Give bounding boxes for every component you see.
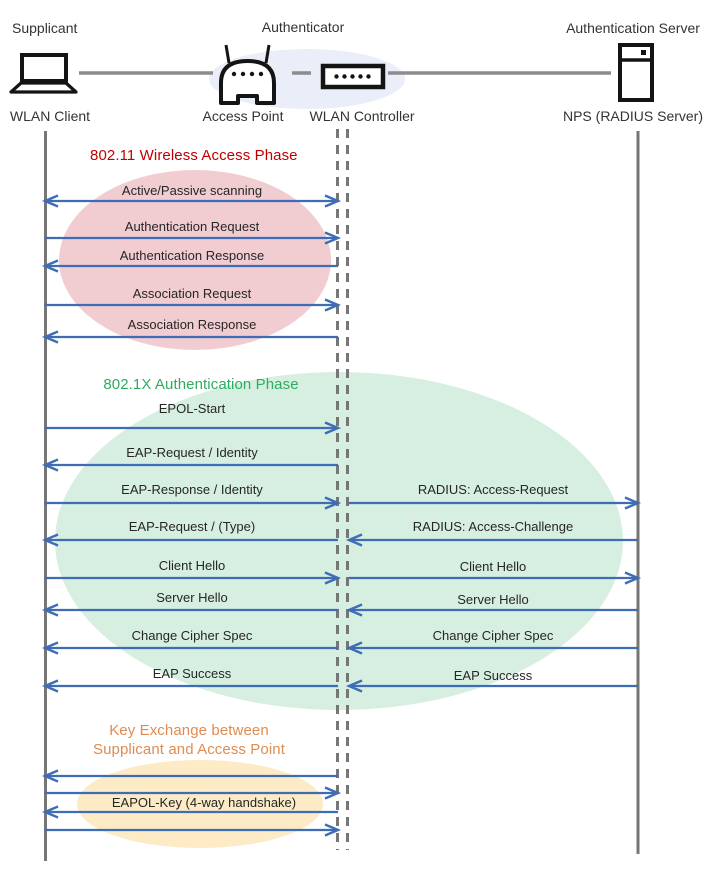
phase-title-wireless-access: 802.11 Wireless Access Phase xyxy=(90,147,298,164)
message-arrow xyxy=(345,533,638,547)
message-arrow xyxy=(45,571,342,585)
message-arrow xyxy=(45,823,342,837)
role-label-authenticator: Authenticator xyxy=(261,19,345,35)
arrowhead-icon xyxy=(41,533,59,547)
phase-ellipse-key-exchange xyxy=(77,760,323,848)
message-arrow xyxy=(345,641,638,655)
message-arrow xyxy=(349,571,642,585)
arrowhead-icon xyxy=(324,298,342,312)
arrowhead-icon xyxy=(324,571,342,585)
message-arrow xyxy=(45,421,342,435)
arrowhead-icon xyxy=(41,641,59,655)
wlan-controller-icon xyxy=(320,63,386,90)
arrowhead-icon xyxy=(624,571,642,585)
role-label-authentication-server: Authentication Server xyxy=(566,20,700,36)
message-arrow xyxy=(41,679,338,693)
arrowhead-icon xyxy=(41,458,59,472)
message-arrow xyxy=(349,496,642,510)
arrowhead-icon xyxy=(324,194,342,208)
laptop-icon xyxy=(9,53,78,94)
message-arrow xyxy=(41,603,338,617)
messages-layer xyxy=(41,194,642,837)
arrowhead-icon xyxy=(324,786,342,800)
message-arrow xyxy=(41,259,338,273)
arrowhead-icon xyxy=(324,823,342,837)
message-arrow xyxy=(45,496,342,510)
message-arrow xyxy=(41,330,338,344)
node-label-wlan-client: WLAN Client xyxy=(9,108,91,124)
arrowhead-icon xyxy=(41,769,59,783)
arrowhead-icon xyxy=(345,603,363,617)
arrowhead-icon xyxy=(41,330,59,344)
arrowhead-icon xyxy=(345,641,363,655)
arrowhead-icon xyxy=(41,805,59,819)
message-arrow xyxy=(45,786,342,800)
message-arrow xyxy=(45,298,342,312)
access-point-icon xyxy=(219,44,276,105)
message-arrow xyxy=(41,458,338,472)
message-arrow xyxy=(41,769,338,783)
arrowhead-icon xyxy=(41,679,59,693)
arrowhead-icon xyxy=(324,231,342,245)
phase-ellipse-wireless-access xyxy=(59,170,331,350)
node-label-access-point: Access Point xyxy=(202,108,284,124)
arrowhead-icon xyxy=(345,533,363,547)
message-arrow xyxy=(41,533,338,547)
phase-title-authentication: 802.1X Authentication Phase xyxy=(103,376,299,393)
message-arrow xyxy=(45,231,342,245)
node-label-nps: NPS (RADIUS Server) xyxy=(562,108,704,124)
arrowhead-icon xyxy=(41,259,59,273)
phase-title-key-exchange-line1: Key Exchange between xyxy=(109,722,269,739)
arrowhead-icon xyxy=(41,603,59,617)
node-label-wlan-controller: WLAN Controller xyxy=(309,108,415,124)
message-arrow xyxy=(345,679,638,693)
arrowhead-icon xyxy=(324,421,342,435)
message-arrow xyxy=(41,194,342,208)
server-icon xyxy=(618,43,654,102)
message-arrow xyxy=(41,641,338,655)
phase-title-key-exchange-line2: Supplicant and Access Point xyxy=(93,741,285,758)
role-label-supplicant: Supplicant xyxy=(12,20,78,36)
arrowhead-icon xyxy=(624,496,642,510)
message-arrow xyxy=(345,603,638,617)
arrowhead-icon xyxy=(324,496,342,510)
phase-ellipse-authentication xyxy=(55,372,623,710)
message-arrow xyxy=(41,805,338,819)
arrowhead-icon xyxy=(41,194,59,208)
arrowhead-icon xyxy=(345,679,363,693)
